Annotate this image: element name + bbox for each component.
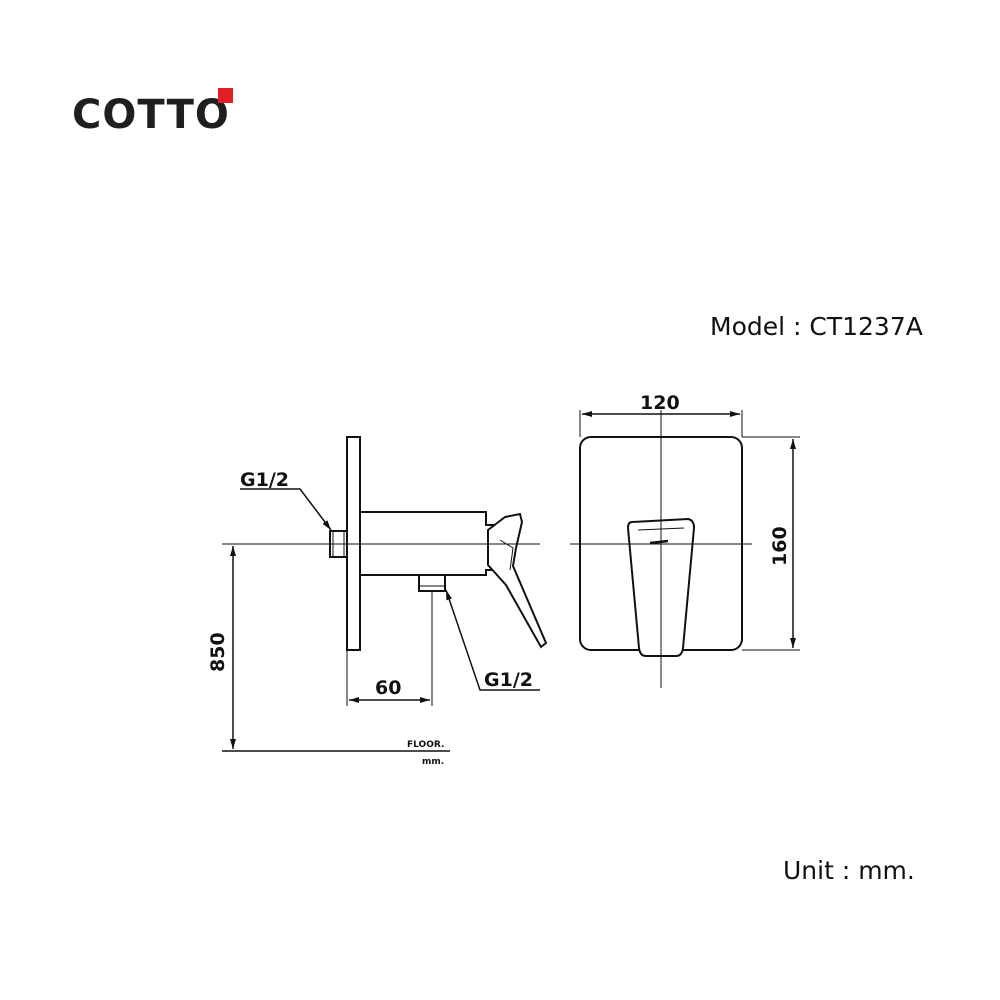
brand-logo-accent-square [218,88,233,103]
unit-label: Unit : mm. [783,856,915,885]
floor-label: FLOOR. [407,740,444,750]
width-dim-label: 120 [640,392,680,414]
thread-top-label: G1/2 [240,469,289,491]
brand-logo: COTTO [72,90,242,140]
brand-logo-text: COTTO [72,92,230,138]
depth-dim-label: 60 [375,677,401,699]
thread-bottom-leader [445,589,540,691]
lever-handle [487,512,548,649]
front-height-dim-label: 160 [769,526,791,566]
thread-top-leader [240,488,332,531]
outlet-nut-bottom [418,574,446,592]
side-view [222,436,548,752]
height-dim-label: 850 [207,632,229,672]
thread-bottom-label: G1/2 [484,669,533,691]
model-label: Model : CT1237A [710,312,923,341]
floor-unit-label: mm. [422,757,444,767]
front-view [570,410,800,688]
